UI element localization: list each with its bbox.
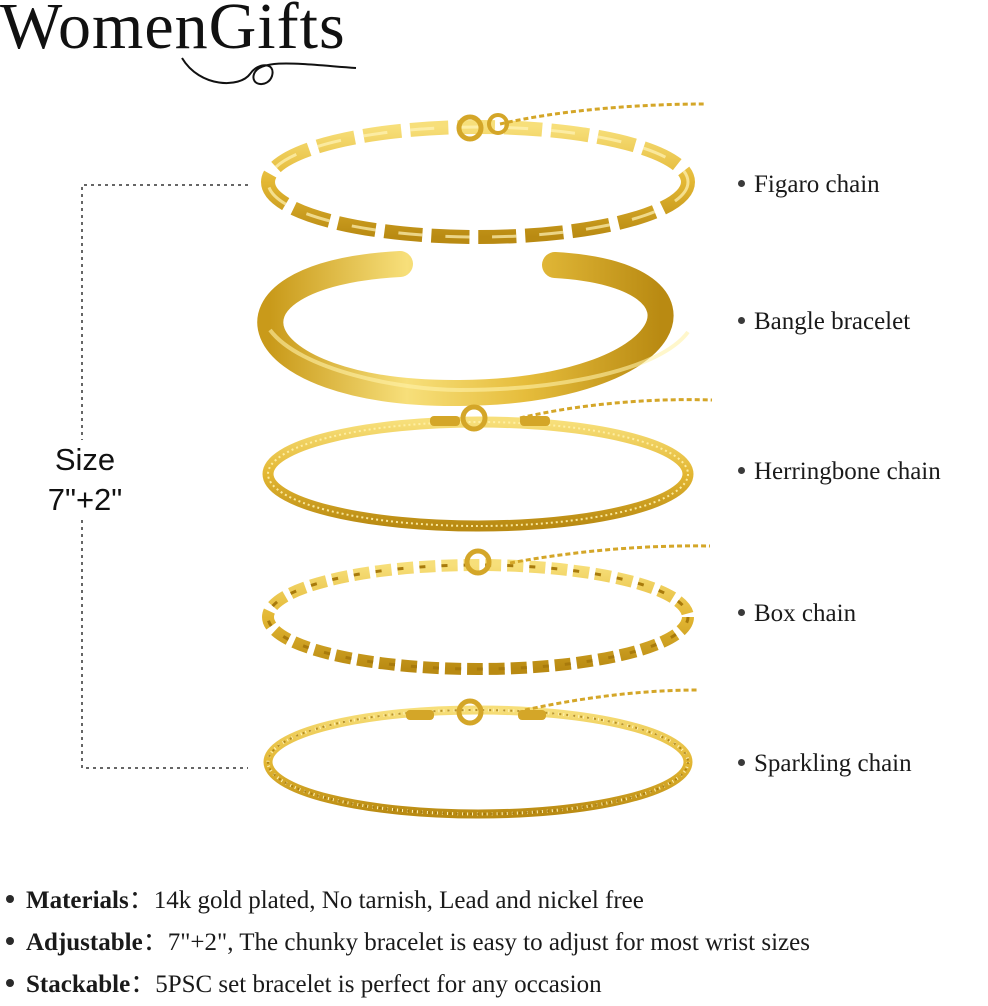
figaro-chain-bracelet (261, 102, 706, 244)
feature-separator: ： (142, 929, 168, 956)
size-label: Size (54, 442, 116, 477)
label-text: Sparkling chain (754, 750, 912, 777)
feature-stackable: Stackable：5PSC set bracelet is perfect f… (6, 964, 981, 1006)
brand-logo: WomenGifts (0, 0, 346, 60)
sparkling-chain-bracelet (263, 688, 699, 819)
feature-text: 7"+2", The chunky bracelet is easy to ad… (167, 929, 810, 956)
label-sparkling-chain: Sparkling chain (738, 750, 912, 778)
bullet-dot-icon (738, 466, 745, 474)
size-callout: Size 7"+2" (20, 440, 150, 520)
box-chain-bracelet (262, 544, 711, 675)
size-value: 7"+2" (47, 482, 123, 517)
feature-separator: ： (128, 887, 154, 914)
feature-title: Adjustable (26, 929, 143, 956)
label-herringbone-chain: Herringbone chain (738, 458, 941, 486)
feature-adjustable: Adjustable：7"+2", The chunky bracelet is… (6, 922, 981, 964)
herringbone-chain-bracelet (262, 398, 713, 532)
label-bangle-bracelet: Bangle bracelet (738, 308, 910, 336)
label-text: Figaro chain (754, 171, 880, 198)
feature-text: 14k gold plated, No tarnish, Lead and ni… (153, 887, 644, 914)
size-bracket (81, 184, 248, 769)
label-box-chain: Box chain (738, 600, 856, 628)
bangle-bracelet (257, 251, 690, 407)
bullet-dot-icon (738, 316, 745, 324)
feature-title: Materials (26, 887, 129, 914)
bullet-dot-icon (6, 895, 14, 904)
label-figaro-chain: Figaro chain (738, 171, 880, 199)
feature-separator: ： (130, 971, 156, 998)
feature-text: 5PSC set bracelet is perfect for any occ… (155, 971, 602, 998)
bullet-dot-icon (738, 758, 745, 766)
label-text: Box chain (754, 600, 857, 627)
label-text: Bangle bracelet (754, 308, 911, 335)
bullet-dot-icon (738, 608, 745, 616)
bullet-dot-icon (738, 179, 745, 187)
bullet-dot-icon (6, 979, 14, 988)
feature-list: Materials：14k gold plated, No tarnish, L… (6, 880, 981, 1006)
feature-title: Stackable (26, 971, 131, 998)
infinity-swash-icon (181, 57, 357, 85)
label-text: Herringbone chain (754, 458, 941, 485)
bullet-dot-icon (6, 937, 14, 946)
feature-materials: Materials：14k gold plated, No tarnish, L… (6, 880, 981, 922)
bracelet-stack-illustration (81, 102, 713, 819)
brand-name: WomenGifts (0, 0, 346, 63)
